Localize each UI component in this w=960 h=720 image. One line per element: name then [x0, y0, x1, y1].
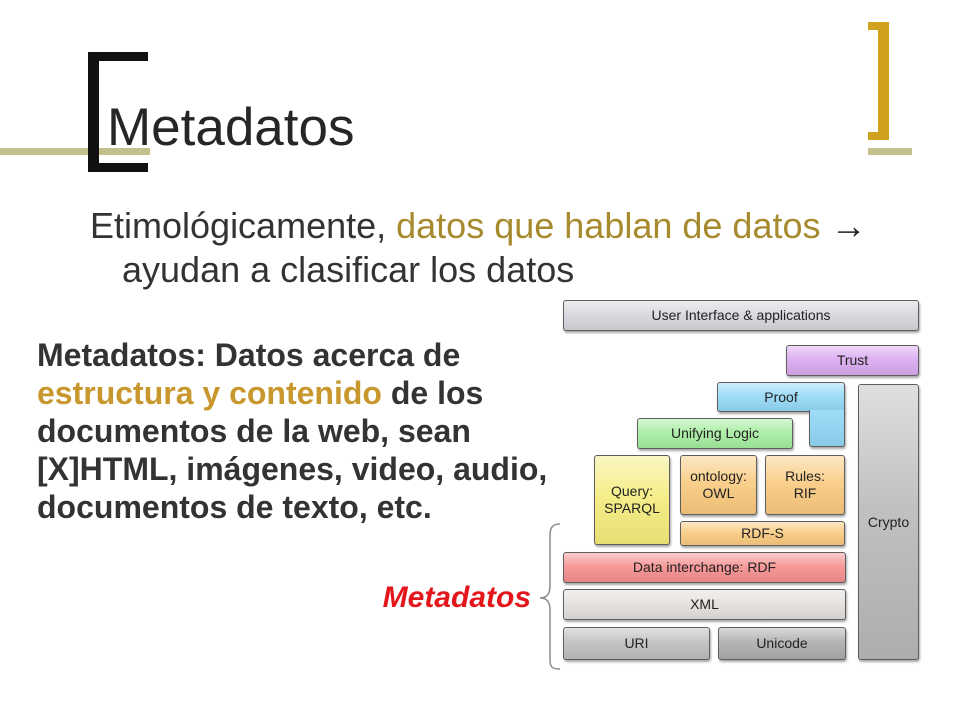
intro-prefix: Etimológicamente, [90, 205, 397, 246]
layer-user-interface-label: User Interface & applications [651, 307, 831, 323]
layer-uri: URI [563, 627, 710, 660]
curly-brace-icon [539, 523, 561, 670]
right-arrow-icon: → [830, 205, 867, 246]
layer-ontology-owl: ontology: OWL [680, 455, 757, 515]
layer-ontology-label-1: ontology: [690, 468, 747, 484]
layer-user-interface: User Interface & applications [563, 300, 919, 331]
title-rule-right [868, 148, 912, 155]
layer-rdfs-label: RDF-S [741, 525, 784, 541]
definition-line-3: documentos de la web, sean [37, 413, 471, 449]
intro-line-1: Etimológicamente, datos que hablan de da… [90, 204, 867, 248]
layer-uri-label: URI [624, 635, 649, 651]
definition-line-4: [X]HTML, imágenes, video, audio, [37, 451, 548, 487]
definition-line-5: documentos de texto, etc. [37, 489, 432, 525]
layer-query-label-2: SPARQL [604, 500, 660, 516]
layer-rdfs: RDF-S [680, 521, 845, 546]
layer-crypto: Crypto [858, 384, 919, 660]
layer-trust-label: Trust [836, 352, 869, 368]
layer-rules-rif: Rules: RIF [765, 455, 845, 515]
layer-query-label-1: Query: [610, 483, 653, 499]
definition-line-1: Metadatos: Datos acerca de [37, 337, 461, 373]
title-rule-left [0, 148, 150, 155]
right-bracket-decoration [868, 22, 889, 140]
layer-crypto-label: Crypto [867, 513, 910, 530]
layer-proof-label: Proof [764, 388, 798, 405]
metadata-brace-label: Metadatos [382, 581, 531, 614]
definition-highlight: estructura y contenido [37, 375, 382, 411]
layer-unifying-logic: Unifying Logic [637, 418, 793, 449]
layer-proof-extension [809, 410, 845, 447]
layer-rules-label-1: Rules: [785, 468, 825, 484]
layer-unifying-logic-label: Unifying Logic [671, 425, 759, 441]
layer-unicode: Unicode [718, 627, 846, 660]
intro-highlight: datos que hablan de datos [396, 205, 821, 246]
layer-rdf-label: Data interchange: RDF [632, 559, 777, 575]
definition-text: Metadatos: Datos acerca de estructura y … [37, 336, 547, 526]
slide-title: Metadatos [107, 98, 355, 157]
layer-query-sparql: Query: SPARQL [594, 455, 670, 545]
intro-line-2: ayudan a clasificar los datos [122, 249, 575, 290]
layer-proof: Proof [717, 382, 845, 412]
layer-rules-label-2: RIF [793, 485, 817, 501]
curly-brace-path [539, 523, 561, 670]
layer-unicode-label: Unicode [756, 635, 808, 651]
layer-trust: Trust [786, 345, 919, 376]
layer-xml-label: XML [690, 596, 719, 612]
layer-xml: XML [563, 589, 846, 620]
layer-rdf: Data interchange: RDF [563, 552, 846, 583]
definition-line-2: estructura y contenido de los [37, 374, 547, 412]
left-bracket-decoration [88, 52, 148, 172]
layer-ontology-label-2: OWL [702, 485, 735, 501]
definition-line-2-rest: de los [381, 375, 484, 411]
